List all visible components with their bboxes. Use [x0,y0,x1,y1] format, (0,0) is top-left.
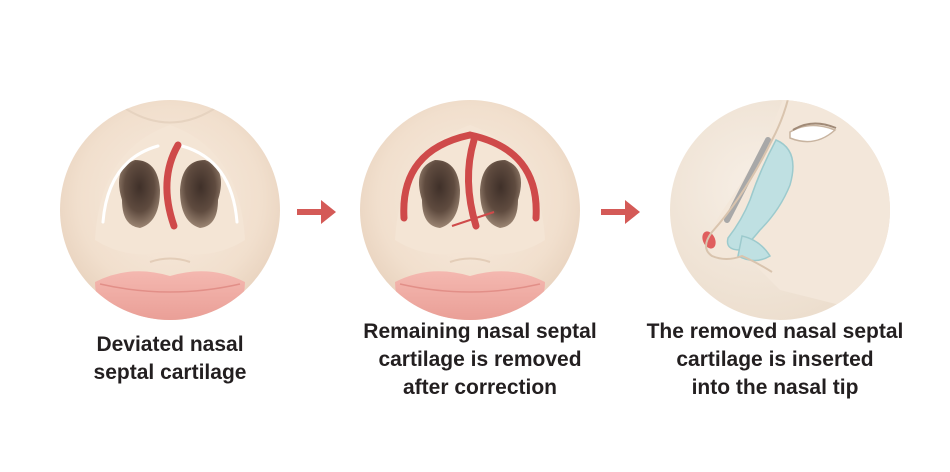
step-2-caption: Remaining nasal septal cartilage is remo… [363,320,597,399]
step-1-caption: Deviated nasal septal cartilage [93,333,247,384]
arrow-icon [601,200,640,224]
removed-cartilage-arch [400,131,540,222]
remaining-septum-strut [465,136,480,230]
illustration-deviated-septum [60,100,280,320]
arrow-icon [297,200,336,224]
step-3-caption: The removed nasal septal cartilage is in… [646,320,904,399]
deviated-septum-cartilage [163,141,182,230]
illustration-cartilage-removed [360,100,580,320]
illustration-side-profile-graft [670,100,890,320]
